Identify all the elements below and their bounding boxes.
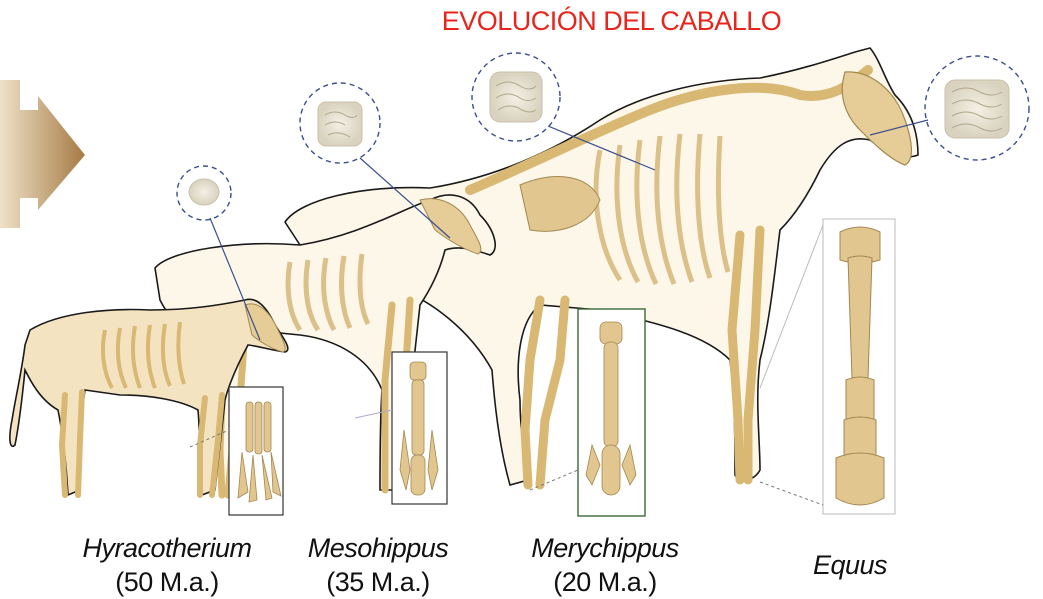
species-age: (35 M.a.) (288, 565, 468, 599)
species-name: Hyracotherium (62, 531, 272, 565)
species-name: Equus (790, 548, 910, 582)
foot-mesohippus (355, 352, 447, 504)
label-hyracotherium: Hyracotherium (50 M.a.) (62, 531, 272, 599)
foot-equus (760, 219, 895, 514)
species-age: (20 M.a.) (510, 565, 700, 599)
species-name: Merychippus (510, 531, 700, 565)
label-merychippus: Merychippus (20 M.a.) (510, 531, 700, 599)
page-title: EVOLUCIÓN DEL CABALLO (0, 6, 1043, 37)
right-arrow-icon (0, 80, 85, 228)
species-name: Mesohippus (288, 531, 468, 565)
species-age: (50 M.a.) (62, 565, 272, 599)
label-mesohippus: Mesohippus (35 M.a.) (288, 531, 468, 599)
label-equus: Equus (790, 548, 910, 582)
